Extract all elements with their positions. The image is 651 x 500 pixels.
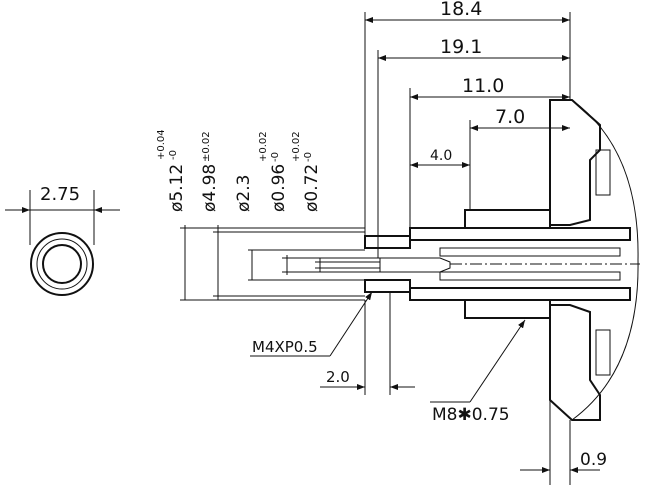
- dia-4-98: ø4.98: [200, 164, 220, 212]
- dia-0-96-tol-upper: +0.02: [258, 131, 269, 162]
- diameter-dimensions: ø5.12 +0.04 -0 ø4.98 ±0.02 ø2.3 ø0.96 +0…: [156, 129, 380, 301]
- dim-2-0: 2.0: [326, 368, 350, 386]
- thread-callouts: M4XP0.5 2.0 M8✱0.75 0.9: [250, 291, 607, 485]
- thread-m4: M4XP0.5: [252, 338, 318, 356]
- connector-section: [364, 99, 640, 421]
- dia-0-96-tol-lower: -0: [270, 152, 281, 162]
- dim-19-1: 19.1: [440, 36, 482, 58]
- dia-4-98-tol: ±0.02: [201, 131, 212, 162]
- dim-18-4: 18.4: [440, 0, 482, 20]
- dia-0-72: ø0.72: [302, 164, 322, 212]
- dim-11-0: 11.0: [462, 75, 504, 97]
- dia-0-72-tol-lower: -0: [303, 152, 314, 162]
- end-view: 2.75: [5, 184, 120, 296]
- dim-0-9: 0.9: [580, 450, 607, 470]
- dia-0-96: ø0.96: [269, 164, 289, 212]
- thread-m8: M8✱0.75: [432, 405, 510, 425]
- dia-2-3: ø2.3: [234, 175, 254, 212]
- length-dimensions: 18.4 19.1 11.0 7.0 4.0: [364, 0, 571, 258]
- dia-5-12-tol-upper: +0.04: [156, 129, 167, 160]
- dim-2-75: 2.75: [40, 184, 80, 205]
- dim-7-0: 7.0: [495, 106, 525, 128]
- dia-5-12-tol-lower: -0: [168, 150, 179, 160]
- dim-4-0: 4.0: [430, 148, 452, 164]
- dia-5-12: ø5.12: [167, 164, 187, 212]
- dia-0-72-tol-upper: +0.02: [291, 131, 302, 162]
